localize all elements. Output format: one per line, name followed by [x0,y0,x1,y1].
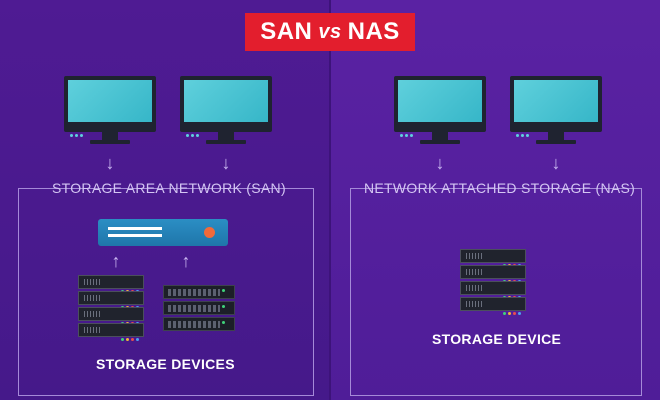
arrow-down-icon: ↓ [105,153,115,173]
arrow-up-icon: ↑ [181,251,191,271]
panel-divider [329,0,331,400]
nas-panel [330,0,660,400]
server-rack-icon [78,275,144,341]
title-badge: SAN vs NAS [245,13,415,51]
server-rack-icon [460,249,526,315]
title-nas: NAS [347,18,400,45]
monitor-icon [394,76,486,146]
arrow-down-icon: ↓ [435,153,445,173]
arrow-down-icon: ↓ [551,153,561,173]
blade-server-icon [163,285,235,333]
title-vs: vs [318,20,342,43]
san-panel [0,0,330,400]
monitor-icon [64,76,156,146]
title-san: SAN [260,18,313,45]
san-caption: STORAGE DEVICES [96,356,235,372]
nas-caption: STORAGE DEVICE [432,331,562,347]
san-label: STORAGE AREA NETWORK (SAN) [52,180,286,196]
network-switch-icon [98,219,228,246]
arrow-up-icon: ↑ [111,251,121,271]
san-group-box [18,188,314,396]
nas-group-box [350,188,642,396]
monitor-icon [180,76,272,146]
arrow-down-icon: ↓ [221,153,231,173]
nas-label: NETWORK ATTACHED STORAGE (NAS) [364,180,636,196]
monitor-icon [510,76,602,146]
